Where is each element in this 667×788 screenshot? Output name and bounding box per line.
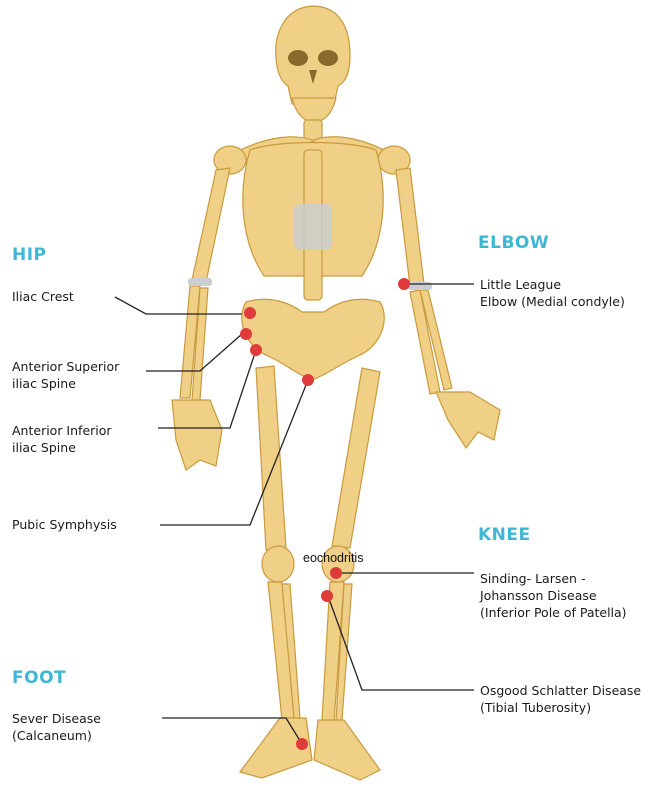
iliac-crest-marker	[244, 307, 256, 319]
label-line: Anterior Inferior	[12, 422, 112, 439]
section-elbow: ELBOW	[478, 233, 549, 253]
label-elbow: Little League Elbow (Medial condyle)	[480, 276, 625, 310]
aiis-marker	[250, 344, 262, 356]
tibial-tuberosity-marker	[321, 590, 333, 602]
label-sever-disease: Sever Disease (Calcaneum)	[12, 710, 101, 744]
label-aiis: Anterior Inferior iliac Spine	[12, 422, 112, 456]
pubic-symphysis-marker	[302, 374, 314, 386]
label-line: Sinding- Larsen -	[480, 570, 627, 587]
label-sinding-larsen: Sinding- Larsen - Johansson Disease (Inf…	[480, 570, 627, 621]
patella-marker	[330, 567, 342, 579]
label-line: Iliac Crest	[12, 288, 74, 305]
section-foot: FOOT	[12, 668, 66, 688]
section-knee: KNEE	[478, 525, 531, 545]
calcaneum-marker	[296, 738, 308, 750]
label-osgood-schlatter: Osgood Schlatter Disease (Tibial Tuberos…	[480, 682, 641, 716]
label-line: Osgood Schlatter Disease	[480, 682, 641, 699]
label-asis: Anterior Superior iliac Spine	[12, 358, 119, 392]
label-line: (Tibial Tuberosity)	[480, 699, 641, 716]
label-iliac-crest: Iliac Crest	[12, 288, 74, 305]
label-line: Sever Disease	[12, 710, 101, 727]
label-line: Pubic Symphysis	[12, 516, 117, 533]
label-line: (Inferior Pole of Patella)	[480, 604, 627, 621]
elbow-marker	[398, 278, 410, 290]
label-line: Little League	[480, 276, 625, 293]
knee-overlay-text: eochodritis	[303, 551, 363, 565]
label-line: Johansson Disease	[480, 587, 627, 604]
section-hip: HIP	[12, 245, 47, 265]
label-line: (Calcaneum)	[12, 727, 101, 744]
label-pubic-symphysis: Pubic Symphysis	[12, 516, 117, 533]
label-line: Elbow (Medial condyle)	[480, 293, 625, 310]
label-line: iliac Spine	[12, 439, 112, 456]
asis-marker	[240, 328, 252, 340]
label-line: iliac Spine	[12, 375, 119, 392]
label-line: Anterior Superior	[12, 358, 119, 375]
